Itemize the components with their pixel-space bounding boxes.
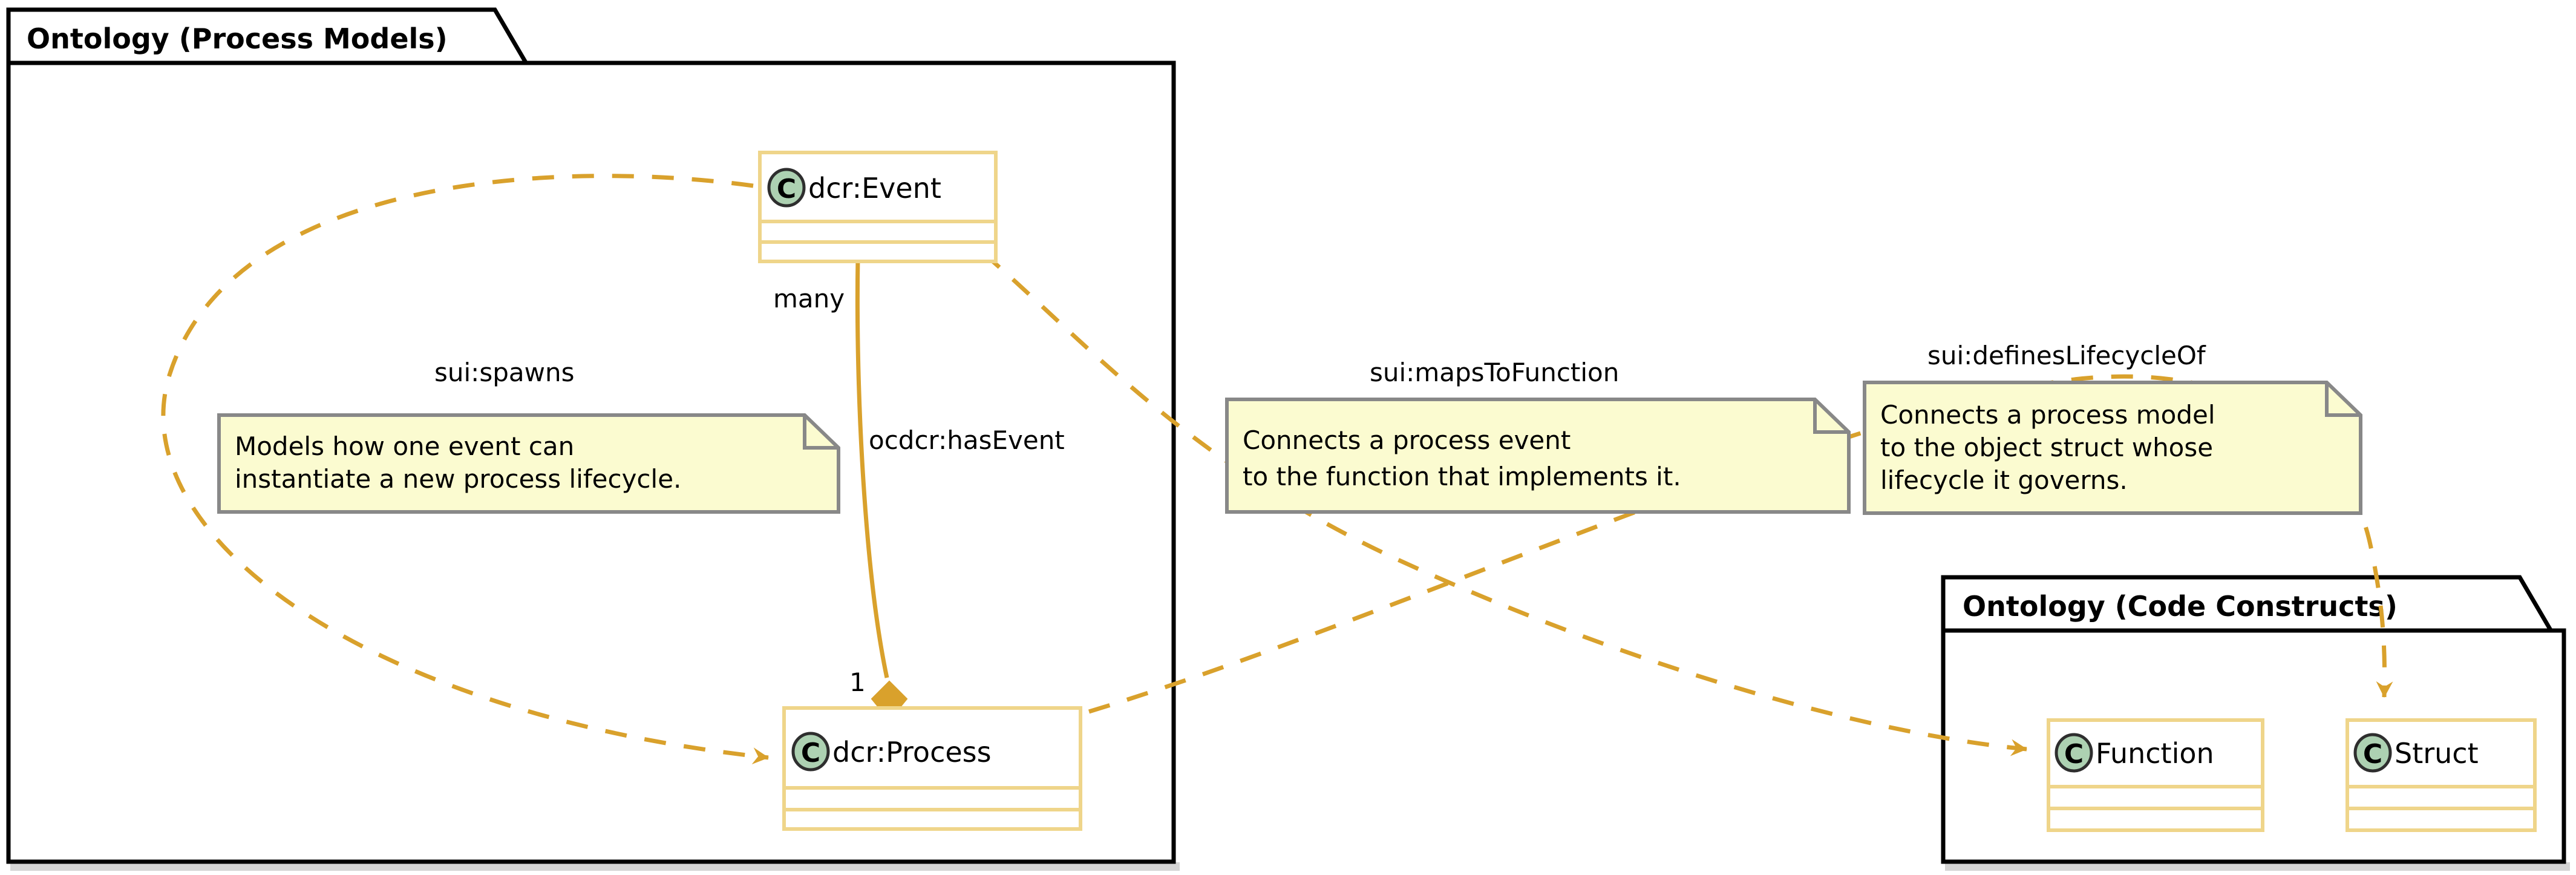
package-title: Ontology (Code Constructs)	[1963, 590, 2398, 623]
class-stereotype-icon: C	[791, 732, 830, 772]
note-sui-defines-lifecycle-of[interactable]: Connects a process model to the object s…	[1863, 381, 2362, 515]
note-line: to the object struct whose	[1880, 433, 2213, 462]
note-line: Connects a process event	[1243, 425, 1571, 455]
class-stereotype-icon: C	[767, 168, 806, 208]
edge-sui-maps-to-function[interactable]	[981, 251, 2027, 756]
note-line: to the function that implements it.	[1243, 462, 1681, 491]
note-line: Connects a process model	[1880, 400, 2215, 430]
edge-label-sui-maps-to-function: sui:mapsToFunction	[1370, 358, 1619, 387]
note-line: instantiate a new process lifecycle.	[235, 464, 681, 494]
class-name-label: dcr:Process	[832, 736, 992, 768]
edge-label-target-cardinality-1: 1	[849, 667, 866, 697]
class-node-dcr-process[interactable]: C dcr:Process	[782, 706, 1082, 831]
note-sui-spawns[interactable]: Models how one event can instantiate a n…	[217, 413, 840, 514]
package-title: Ontology (Process Models)	[27, 22, 448, 55]
edge-label-ocdcr-has-event: ocdcr:hasEvent	[869, 425, 1065, 455]
svg-text:C: C	[2363, 739, 2382, 770]
class-node-dcr-event[interactable]: C dcr:Event	[758, 151, 998, 263]
edge-label-sui-defines-lifecycle-of: sui:definesLifecycleOf	[1927, 341, 2206, 370]
svg-text:C: C	[2064, 739, 2084, 770]
edge-label-sui-spawns: sui:spawns	[434, 358, 574, 387]
svg-text:C: C	[777, 174, 796, 205]
edge-sui-defines-lifecycle-of[interactable]	[1088, 374, 2393, 714]
svg-text:C: C	[801, 738, 820, 768]
class-name-label: Struct	[2395, 737, 2479, 770]
class-name-label: Function	[2096, 737, 2214, 770]
class-node-function[interactable]: C Function	[2047, 718, 2264, 832]
class-stereotype-icon: C	[2353, 733, 2392, 773]
edge-label-source-cardinality-many: many	[773, 284, 845, 313]
note-line: lifecycle it governs.	[1880, 465, 2128, 495]
note-line: Models how one event can	[235, 431, 574, 461]
class-stereotype-icon: C	[2055, 733, 2093, 773]
note-sui-maps-to-function[interactable]: Connects a process event to the function…	[1225, 398, 1851, 514]
class-node-struct[interactable]: C Struct	[2346, 718, 2537, 832]
class-name-label: dcr:Event	[808, 172, 941, 205]
